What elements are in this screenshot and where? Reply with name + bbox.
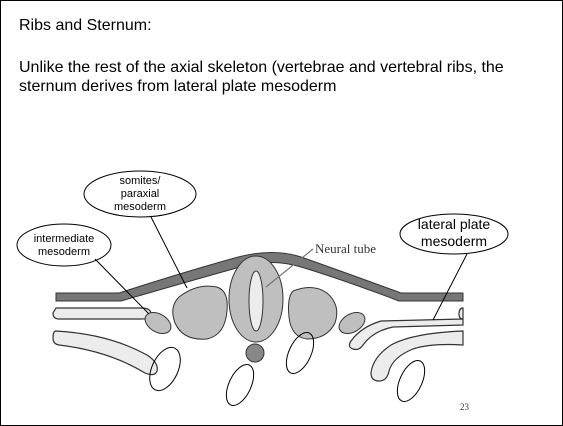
lateral-plate-label-line1: lateral plate	[418, 216, 491, 232]
somites-label-line3: mesoderm	[114, 201, 166, 213]
annotation-oval-center	[221, 360, 260, 409]
right-somite	[289, 287, 337, 339]
page-number: 23	[460, 402, 470, 412]
notochord	[246, 344, 264, 362]
neural-tube-label: Neural tube	[315, 241, 376, 256]
intermediate-label-line1: intermediate	[34, 233, 95, 245]
intermediate-label-line2: mesoderm	[38, 246, 90, 258]
annotation-oval-right	[392, 356, 431, 405]
intermediate-label-bubble	[17, 224, 111, 266]
neural-canal	[249, 271, 263, 331]
right-lateral-plate-lower	[371, 331, 463, 381]
left-lateral-plate	[53, 308, 151, 319]
left-lateral-plate-lower	[53, 331, 157, 375]
somites-label-line1: somites/	[120, 175, 162, 187]
left-somite	[173, 286, 228, 339]
lateral-plate-label-line2: mesoderm	[421, 233, 487, 249]
somites-label-line2: paraxial	[121, 188, 160, 200]
